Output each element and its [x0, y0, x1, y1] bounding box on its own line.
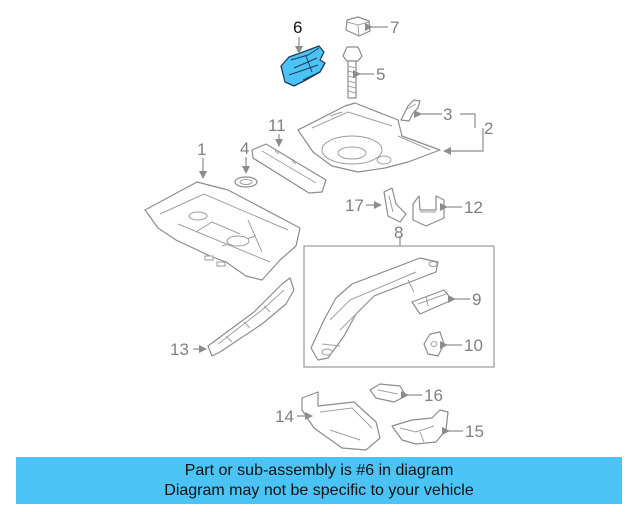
part-14-floor-panel[interactable] — [301, 391, 381, 451]
callout-3: 3 — [443, 105, 452, 124]
part-12-bracket[interactable] — [412, 195, 445, 227]
part-6-bracket-highlighted[interactable] — [280, 45, 326, 87]
callout-8: 8 — [394, 223, 403, 242]
part-17-bracket[interactable] — [383, 187, 407, 223]
part-9-plate[interactable] — [411, 289, 453, 315]
part-16-bracket[interactable] — [369, 383, 407, 403]
callout-7: 7 — [390, 18, 399, 37]
callout-6: 6 — [293, 18, 302, 37]
callout-14: 14 — [275, 407, 294, 426]
callout-2: 2 — [484, 119, 493, 138]
callout-13: 13 — [170, 340, 189, 359]
part-7-cap[interactable] — [345, 16, 371, 37]
sub-assembly-8-frame — [303, 245, 495, 368]
part-3-clip[interactable] — [400, 99, 421, 122]
callout-4: 4 — [240, 139, 249, 158]
callout-12: 12 — [464, 198, 483, 217]
banner-line-1: Part or sub-assembly is #6 in diagram — [184, 461, 454, 479]
callout-16: 16 — [424, 386, 443, 405]
part-1-rear-floor-pan[interactable] — [144, 181, 301, 281]
callout-9: 9 — [472, 290, 481, 309]
part-4-grommet[interactable] — [234, 176, 258, 188]
callout-1: 1 — [197, 140, 206, 159]
callout-15: 15 — [465, 422, 484, 441]
part-2-spare-tire-pan[interactable] — [297, 102, 441, 173]
leader-2 — [443, 128, 484, 155]
part-5-bolt[interactable] — [342, 46, 363, 99]
part-13-rail[interactable] — [207, 277, 295, 357]
callout-10: 10 — [464, 336, 483, 355]
info-banner: Part or sub-assembly is #6 in diagram Di… — [16, 457, 622, 504]
part-15-bracket[interactable] — [391, 409, 449, 445]
part-8-rear-side-member[interactable] — [310, 257, 439, 361]
callout-17: 17 — [345, 196, 364, 215]
leader-3-bracket — [460, 113, 476, 128]
callout-11: 11 — [268, 116, 286, 135]
callout-5: 5 — [376, 65, 385, 84]
banner-line-2: Diagram may not be specific to your vehi… — [164, 481, 474, 499]
part-11-crossmember[interactable] — [251, 143, 327, 194]
parts-diagram: 7 5 6 2 3 11 4 — [144, 16, 495, 451]
part-10-bracket[interactable] — [423, 331, 445, 357]
